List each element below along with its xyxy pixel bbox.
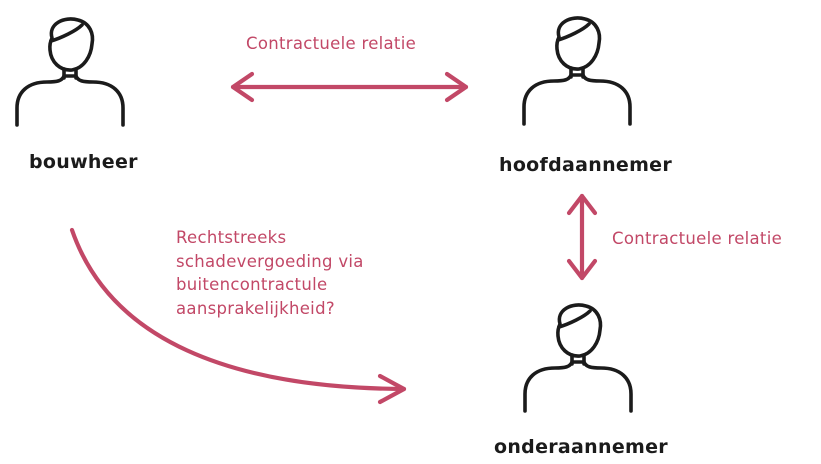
contract-relation-label-right: Contractuele relatie [612,229,783,248]
contract-relation-label-top: Contractuele relatie [246,34,417,53]
label-bouwheer: bouwheer [29,151,138,173]
claim-question-line: Rechtstreeks [176,228,287,247]
claim-question-line: aansprakelijkheid? [176,298,335,318]
label-hoofdaannemer: hoofdaannemer [499,154,673,176]
person-icon-onderaannemer [523,303,633,413]
contract-arrow-vertical [566,193,598,281]
person-icon-hoofdaannemer [522,16,632,126]
contract-arrow-horizontal [230,71,469,103]
label-onderaannemer: onderaannemer [494,436,668,458]
claim-question-line: buitencontractule [176,275,328,294]
claim-question-label: Rechtstreeks schadevergoeding via buiten… [176,226,364,320]
claim-question-line: schadevergoeding via [176,251,364,271]
person-icon-bouwheer [15,17,125,127]
claim-arrow-curved [69,227,407,405]
